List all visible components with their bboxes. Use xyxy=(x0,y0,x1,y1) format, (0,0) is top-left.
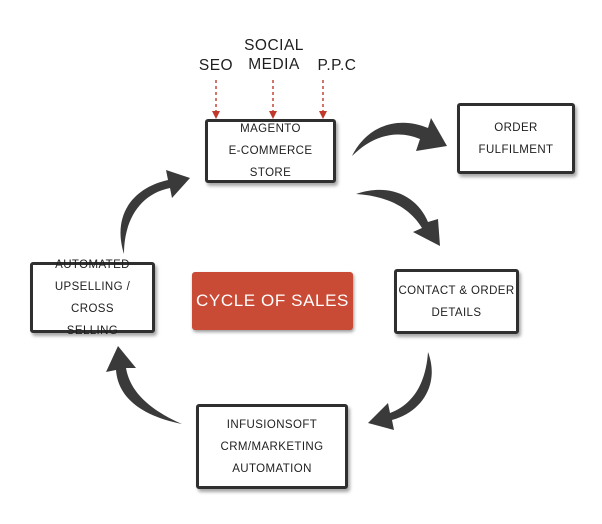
ppc-arrowhead xyxy=(319,111,327,119)
upsell-line-3: SELLING xyxy=(66,324,119,337)
store-line-1: MAGENTO xyxy=(240,123,301,135)
store-line-2: E-COMMERCE STORE xyxy=(228,145,313,179)
traffic-source-ppc: P.P.C xyxy=(305,56,369,75)
traffic-source-seo: SEO xyxy=(186,56,246,75)
media-label: MEDIA xyxy=(248,56,300,73)
center-label-text: CYCLE OF SALES xyxy=(196,291,349,310)
node-order-fulfilment: ORDER FULFILMENT xyxy=(457,103,575,174)
node-automated-upselling: AUTOMATED UPSELLING / CROSS SELLING xyxy=(30,259,155,337)
infusionsoft-to-upsell-arrow xyxy=(106,346,182,424)
fulfilment-line-2: FULFILMENT xyxy=(478,143,554,156)
infusionsoft-line-2: CRM/MARKETING xyxy=(220,440,324,453)
contact-line-1: CONTACT & ORDER xyxy=(398,284,515,297)
infusionsoft-line-3: AUTOMATION xyxy=(232,462,312,475)
fulfilment-line-1: ORDER xyxy=(494,121,538,134)
seo-arrowhead xyxy=(212,111,220,119)
infusionsoft-line-1: INFUSIONSOFT xyxy=(226,418,318,431)
social-media-arrowhead xyxy=(269,111,277,119)
node-infusionsoft-crm: INFUSIONSOFT CRM/MARKETING AUTOMATION xyxy=(196,404,348,489)
node-magento-store: MAGENTO E-COMMERCE STORE xyxy=(205,119,336,183)
store-to-contact-arrow xyxy=(356,189,440,246)
cycle-of-sales-label: CYCLE OF SALES xyxy=(192,272,353,330)
ppc-label: P.P.C xyxy=(317,57,357,74)
upsell-to-store-arrow xyxy=(120,170,190,254)
social-label: SOCIAL xyxy=(244,37,304,54)
store-to-fulfilment-arrow xyxy=(352,118,447,156)
upsell-line-2: UPSELLING / CROSS xyxy=(54,280,131,315)
contact-to-infusionsoft-arrow xyxy=(368,352,432,430)
traffic-source-social-media: SOCIAL MEDIA xyxy=(238,36,310,74)
seo-label: SEO xyxy=(198,57,234,74)
contact-line-2: DETAILS xyxy=(431,306,482,319)
upsell-line-1: AUTOMATED xyxy=(55,258,130,271)
node-contact-order-details: CONTACT & ORDER DETAILS xyxy=(394,269,519,334)
